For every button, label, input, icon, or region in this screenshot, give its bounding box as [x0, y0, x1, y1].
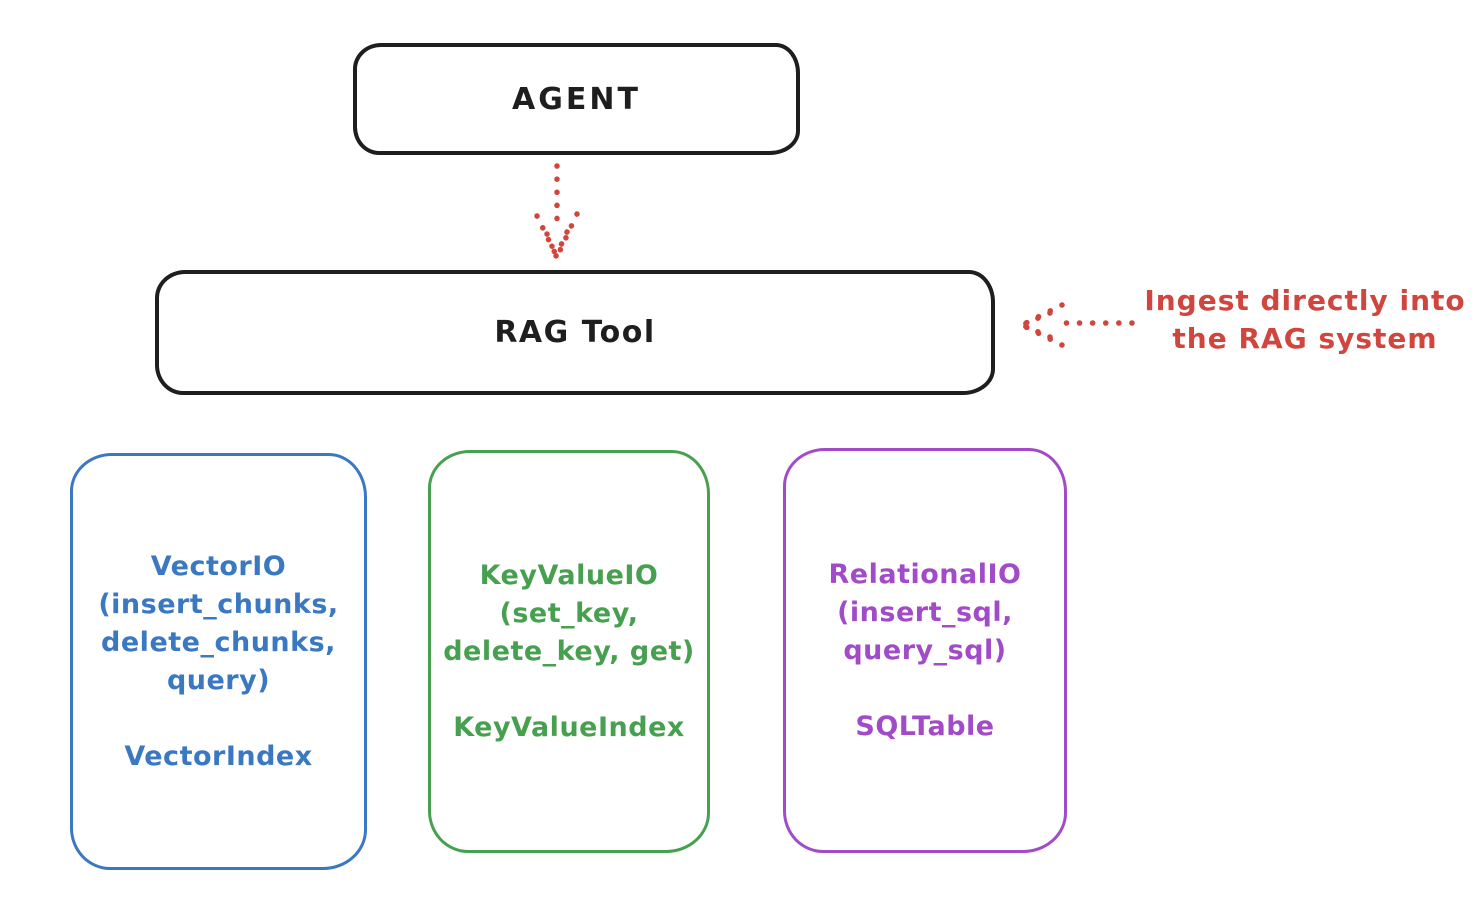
relational-io-methods: RelationalIO(insert_sql,query_sql)	[828, 558, 1022, 666]
left-arrow-icon	[1019, 302, 1135, 348]
vector-index-label: VectorIndex	[124, 740, 313, 772]
rag-tool-box: RAG Tool	[155, 270, 995, 395]
vector-io-methods: VectorIO(insert_chunks,delete_chunks,que…	[98, 550, 339, 696]
down-arrow-icon	[534, 163, 580, 260]
ingest-annotation-line2: the RAG system	[1172, 322, 1438, 355]
ingest-annotation: Ingest directly into the RAG system	[1130, 282, 1480, 358]
keyvalue-io-box: KeyValueIO(set_key,delete_key, get) KeyV…	[428, 450, 710, 853]
ingest-annotation-line1: Ingest directly into	[1144, 284, 1466, 317]
vector-io-box: VectorIO(insert_chunks,delete_chunks,que…	[70, 453, 367, 870]
keyvalue-index-label: KeyValueIndex	[453, 711, 685, 743]
agent-to-rag-arrow	[524, 160, 594, 265]
annotation-to-rag-arrow	[1010, 297, 1140, 355]
keyvalue-io-methods: KeyValueIO(set_key,delete_key, get)	[443, 559, 695, 667]
agent-label: AGENT	[512, 81, 641, 117]
sql-table-label: SQLTable	[855, 710, 995, 742]
relational-io-box: RelationalIO(insert_sql,query_sql) SQLTa…	[783, 448, 1067, 853]
rag-tool-label: RAG Tool	[494, 315, 656, 350]
agent-box: AGENT	[353, 43, 800, 155]
